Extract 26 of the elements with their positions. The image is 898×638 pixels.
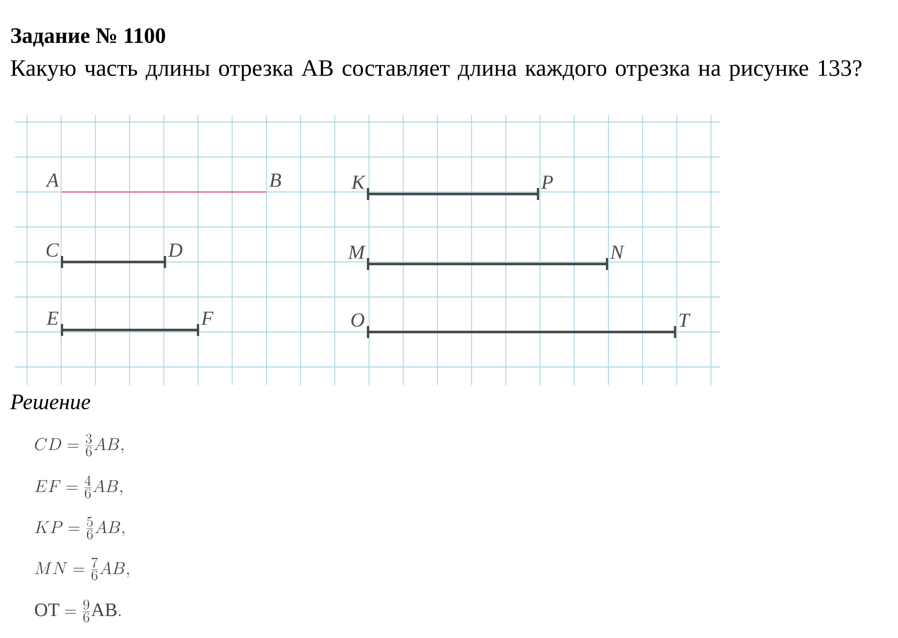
segment: [62, 191, 266, 193]
question-text: Какую часть длины отрезка АВ составляет длина каждого отрезка на рисунке 133?: [10, 60, 862, 81]
formula: $\mathrm{OT}=\frac{9}{6}\mathrm{AB}.$: [34, 600, 121, 622]
formula: $CD=\frac{3}{6}AB,$: [35, 434, 124, 456]
section-heading: Решение: [10, 394, 90, 410]
point-label: E: [46, 312, 58, 325]
point-label: C: [46, 243, 59, 257]
segment: [368, 192, 538, 196]
formula: $MN=\frac{7}{6}AB,$: [35, 558, 129, 580]
point-label: A: [45, 174, 59, 187]
point-label: T: [680, 314, 690, 327]
segment: [62, 260, 165, 264]
title: Задание № 1100: [11, 28, 166, 47]
point-label: P: [541, 176, 553, 189]
segment: [368, 330, 675, 334]
point-label: B: [269, 174, 281, 187]
segment: [368, 262, 607, 266]
point-label: N: [610, 246, 624, 259]
point-label: K: [351, 176, 366, 189]
point-label: O: [351, 313, 364, 327]
point-label: F: [201, 312, 214, 325]
point-label: D: [168, 244, 182, 257]
formula: $KP=\frac{5}{6}AB,$: [35, 516, 124, 540]
segment: [62, 328, 198, 332]
point-label: M: [348, 246, 366, 259]
formula: $EF=\frac{4}{6}AB,$: [35, 476, 122, 498]
